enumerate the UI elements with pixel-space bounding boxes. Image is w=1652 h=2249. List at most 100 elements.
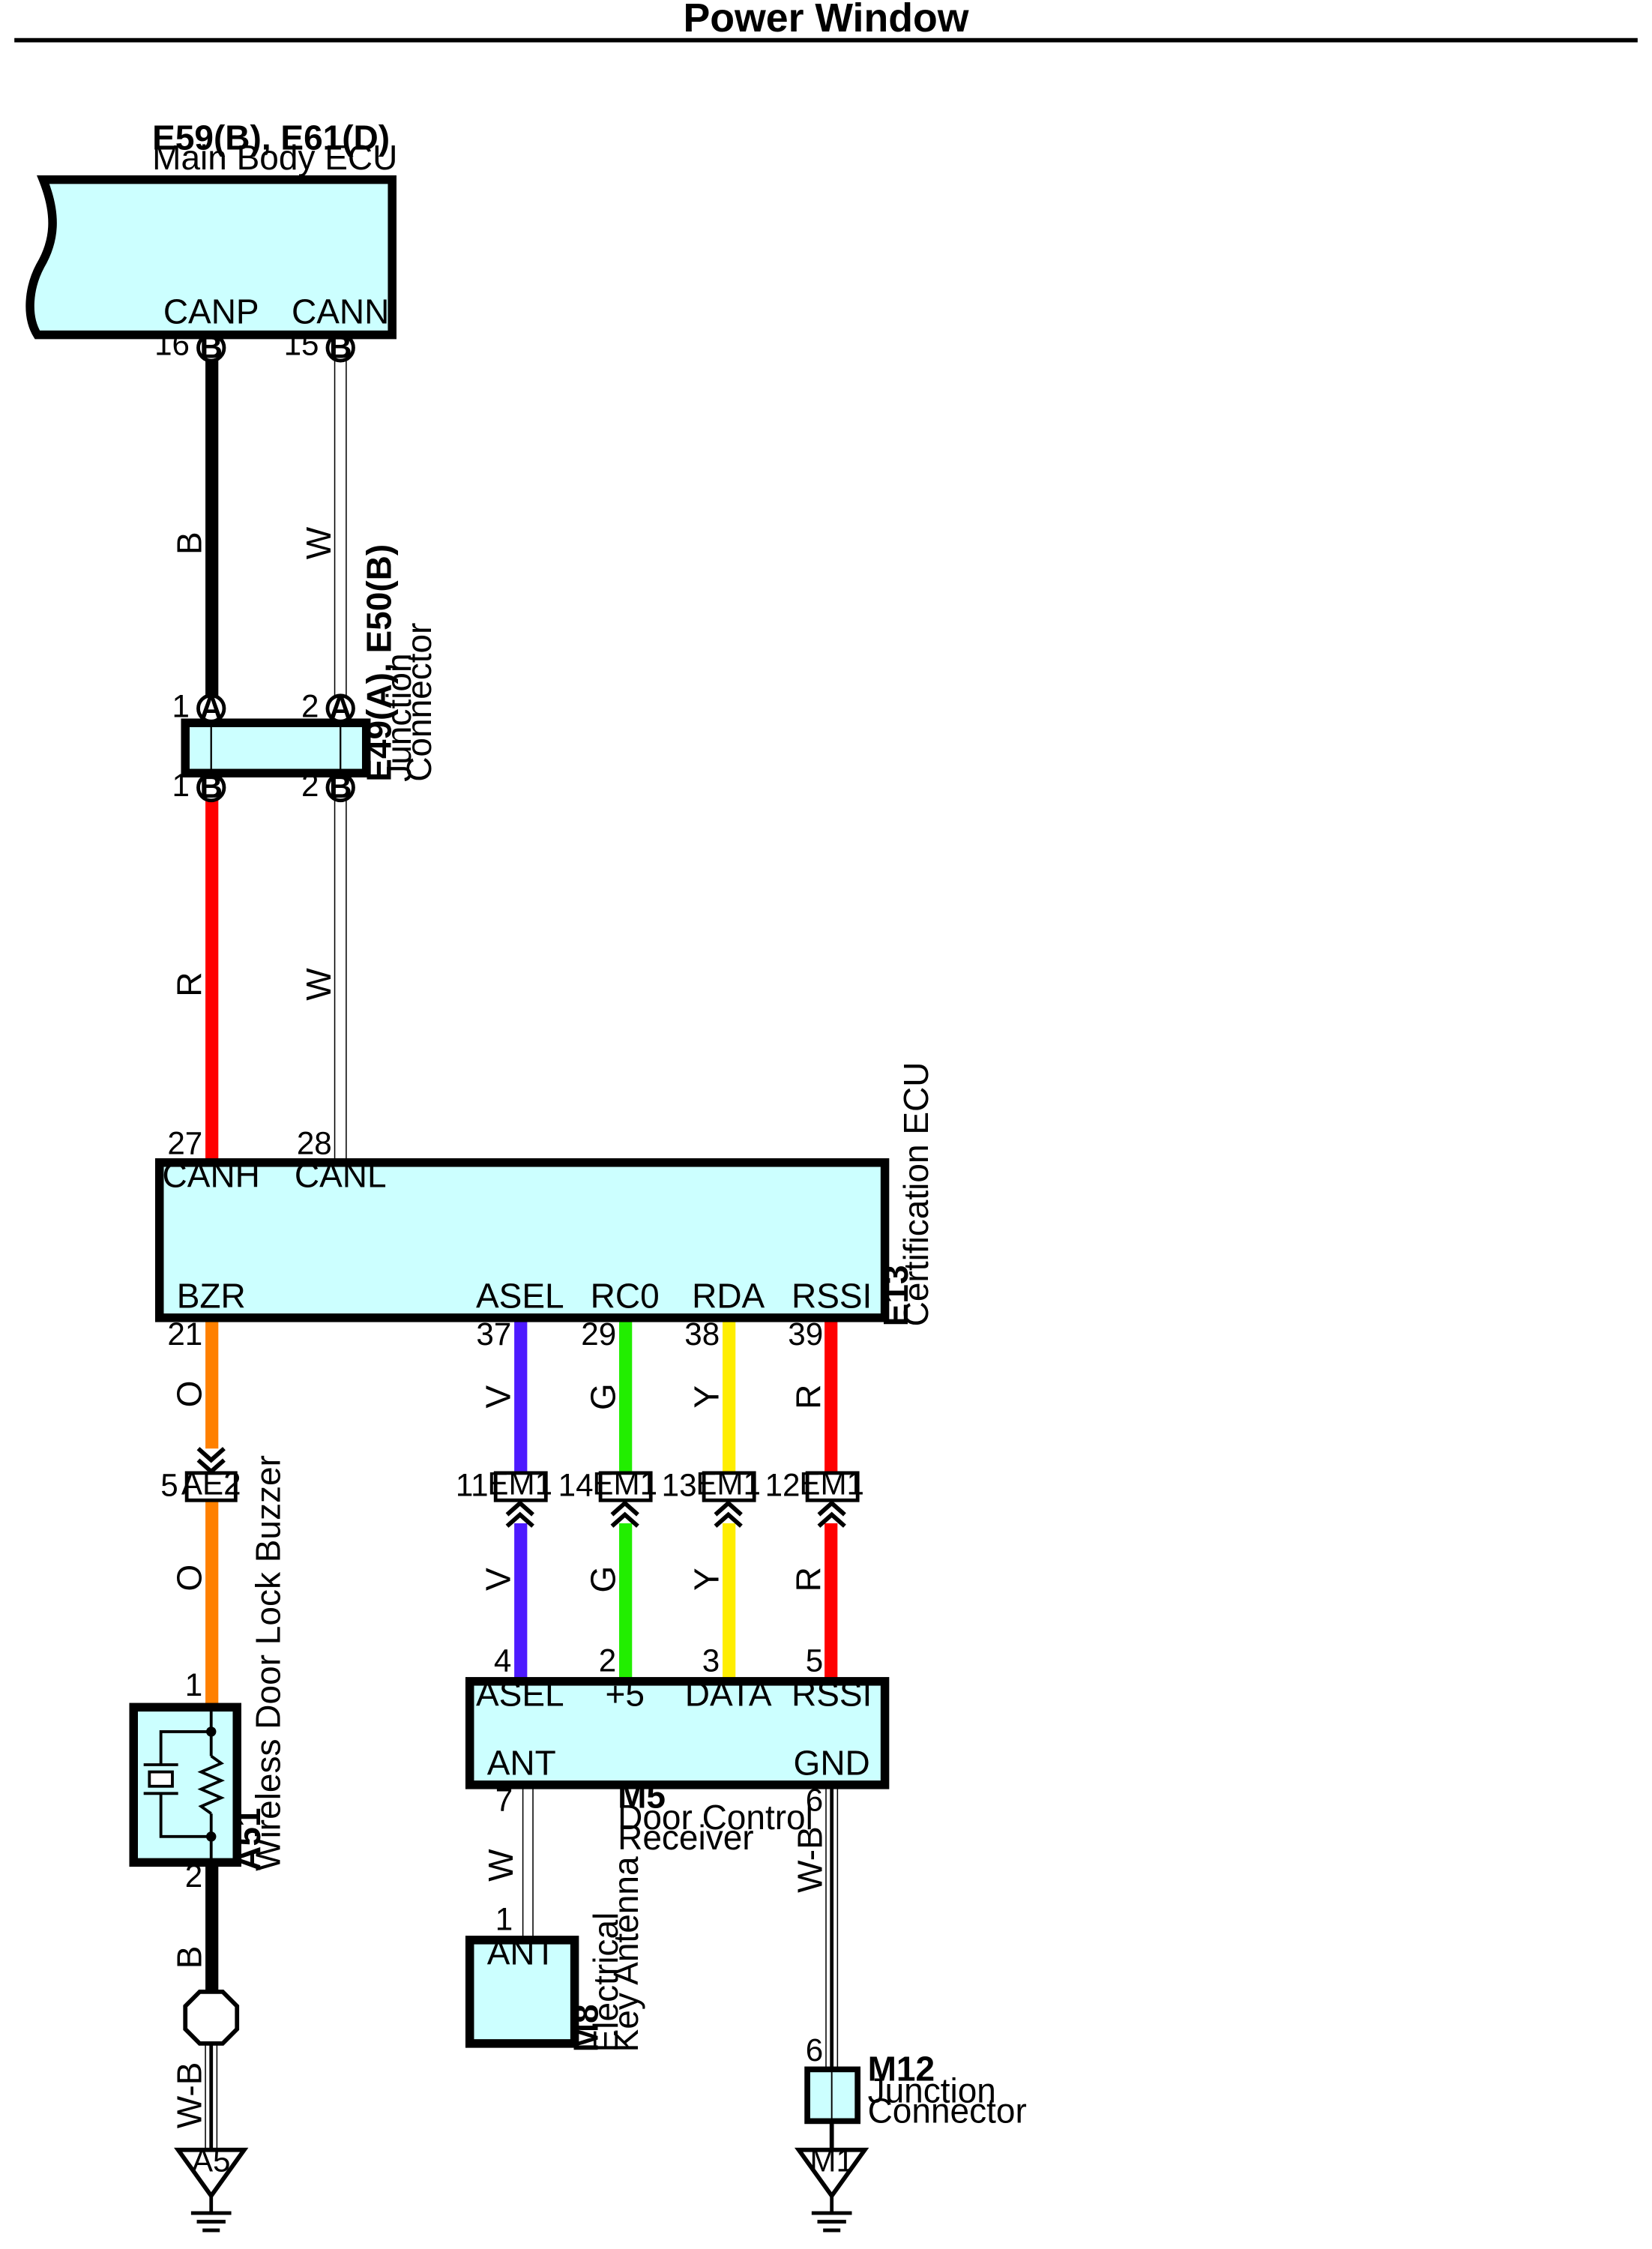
junction-e49-pin-1-bottom: 1 <box>172 768 190 803</box>
dcr-pin-5v: +5 <box>605 1674 644 1713</box>
wire-rda-upper <box>723 1319 736 1473</box>
cert-ecu-pin-rda: RDA <box>692 1276 765 1315</box>
cert-ecu-pin-no-37: 37 <box>476 1316 511 1352</box>
connector-circle-b-canp: B <box>196 329 226 364</box>
wire-rssi-lower <box>825 1523 838 1682</box>
wire-label-rda-lower: Y <box>687 1568 726 1591</box>
cert-ecu-pin-rssi: RSSI <box>792 1276 872 1315</box>
dcr-pin-rssi: RSSI <box>792 1674 872 1713</box>
wire-canp-upper <box>205 359 219 699</box>
wire-antenna <box>522 1785 534 1941</box>
dcr-pin-asel: ASEL <box>476 1674 564 1713</box>
cert-ecu-pin-no-38: 38 <box>684 1316 720 1352</box>
cert-ecu-pin-no-21: 21 <box>167 1316 202 1352</box>
junction-e49-code: E49(A), E50(B) <box>359 544 398 782</box>
certification-ecu-box <box>154 1158 890 1322</box>
junction-e49-pin-1-top: 1 <box>172 689 190 724</box>
buzzer-symbol <box>129 1702 241 1867</box>
main-body-ecu-pin-cann: CANN <box>292 292 389 331</box>
dcr-name-2: Receiver <box>618 1818 753 1857</box>
wire-label-rc0-upper: G <box>583 1383 622 1410</box>
cert-ecu-code: E13 <box>876 1265 915 1326</box>
wire-label-gnd-m12: W-B <box>790 1826 829 1893</box>
junction-m12-name-2: Connector <box>868 2091 1027 2130</box>
connector-em1-asel: EM1 <box>487 1466 552 1528</box>
svg-text:B: B <box>329 329 352 364</box>
antenna-pin-1: 1 <box>495 1901 513 1936</box>
wire-canh-lower <box>205 798 219 1163</box>
connector-circle-a-1: A <box>196 690 226 725</box>
buzzer-code: A51 <box>229 1807 268 1870</box>
page-title: Power Window <box>683 0 968 40</box>
wire-bzr-upper <box>205 1319 219 1449</box>
connector-em1-rc0: EM1 <box>592 1466 657 1528</box>
cert-ecu-pin-bzr: BZR <box>177 1276 246 1315</box>
antenna-name-1: Electrical <box>586 1912 625 2053</box>
svg-text:EM1: EM1 <box>487 1466 552 1502</box>
cert-ecu-pin-canl: CANL <box>295 1155 387 1194</box>
connector-em1-pin-14: 14 <box>558 1468 594 1503</box>
ground-a5: A5 <box>174 2143 249 2233</box>
svg-text:EM1: EM1 <box>799 1466 864 1502</box>
junction-e49-box <box>181 718 371 778</box>
junction-m12-pin: 6 <box>806 2032 823 2068</box>
dcr-pin-no-4: 4 <box>494 1643 511 1678</box>
connector-em1-pin-11: 11 <box>456 1468 489 1503</box>
dcr-pin-no-7: 7 <box>495 1782 513 1817</box>
wire-label-canp: B <box>169 532 208 555</box>
wire-rc0-upper <box>619 1319 633 1473</box>
svg-text:B: B <box>200 329 223 364</box>
main-body-ecu-code: E59(B), E61(D) <box>152 118 390 157</box>
connector-ae2: AE2 <box>181 1447 241 1502</box>
svg-text:B: B <box>200 769 223 804</box>
dcr-name-1: Door Control <box>618 1798 813 1837</box>
svg-text:EM1: EM1 <box>592 1466 657 1502</box>
cert-ecu-pin-rc0: RC0 <box>591 1276 660 1315</box>
wire-label-asel-lower: V <box>478 1568 517 1591</box>
cert-ecu-pin-no-29: 29 <box>581 1316 616 1352</box>
wire-label-bzr-upper: O <box>169 1381 208 1408</box>
antenna-name-2: Key Antenna <box>606 1856 645 2052</box>
dcr-pin-no-6: 6 <box>806 1782 823 1817</box>
connector-em1-pin-13: 13 <box>662 1468 697 1503</box>
buzzer-pin-1: 1 <box>185 1667 202 1702</box>
main-body-ecu-name: Main Body ECU <box>152 138 397 177</box>
wire-bzr-lower <box>205 1500 219 1708</box>
cert-ecu-pin-no-28: 28 <box>297 1125 332 1160</box>
wire-buzzer-ground <box>205 1862 219 1995</box>
wire-asel-upper <box>514 1319 528 1473</box>
junction-m12-name-1: Junction <box>868 2071 996 2110</box>
dcr-pin-ant: ANT <box>487 1743 556 1782</box>
ground-point-octagon <box>183 1989 240 2046</box>
wire-label-asel-upper: V <box>478 1385 517 1409</box>
connector-ae2-pin: 5 <box>160 1468 178 1503</box>
wire-label-bzr-lower: O <box>169 1565 208 1592</box>
svg-text:AE2: AE2 <box>181 1466 241 1502</box>
svg-text:A: A <box>329 690 352 725</box>
cert-ecu-pin-no-27: 27 <box>167 1125 202 1160</box>
connector-em1-pin-12: 12 <box>765 1468 801 1503</box>
antenna-label: ANT <box>487 1933 556 1972</box>
wire-label-buzzer-ground: B <box>169 1946 208 1969</box>
wire-label-cann: W <box>299 526 338 559</box>
junction-e49-name-2: Connector <box>400 623 438 782</box>
main-body-ecu-pin-no-16: 16 <box>154 326 190 361</box>
cert-ecu-pin-canh: CANH <box>163 1155 260 1194</box>
wire-label-rssi-upper: R <box>789 1385 827 1409</box>
main-body-ecu-pin-canp: CANP <box>163 292 259 331</box>
wire-label-rc0-lower: G <box>583 1566 622 1593</box>
cert-ecu-pin-no-39: 39 <box>788 1316 823 1352</box>
wire-label-canl: W <box>299 968 338 1001</box>
connector-circle-b-1: B <box>196 769 226 804</box>
dcr-pin-no-5: 5 <box>806 1643 823 1678</box>
wire-label-ground-a5: W-B <box>169 2062 208 2129</box>
connector-em1-rssi: EM1 <box>799 1466 864 1528</box>
cert-ecu-name: Certification ECU <box>896 1062 935 1327</box>
main-body-ecu-box <box>25 175 397 340</box>
antenna-box <box>465 1936 579 2048</box>
buzzer-pin-2: 2 <box>185 1858 202 1894</box>
svg-text:M1: M1 <box>810 2143 854 2178</box>
wire-rssi-upper <box>825 1319 838 1473</box>
junction-e49-name-1: Junction <box>379 653 418 781</box>
